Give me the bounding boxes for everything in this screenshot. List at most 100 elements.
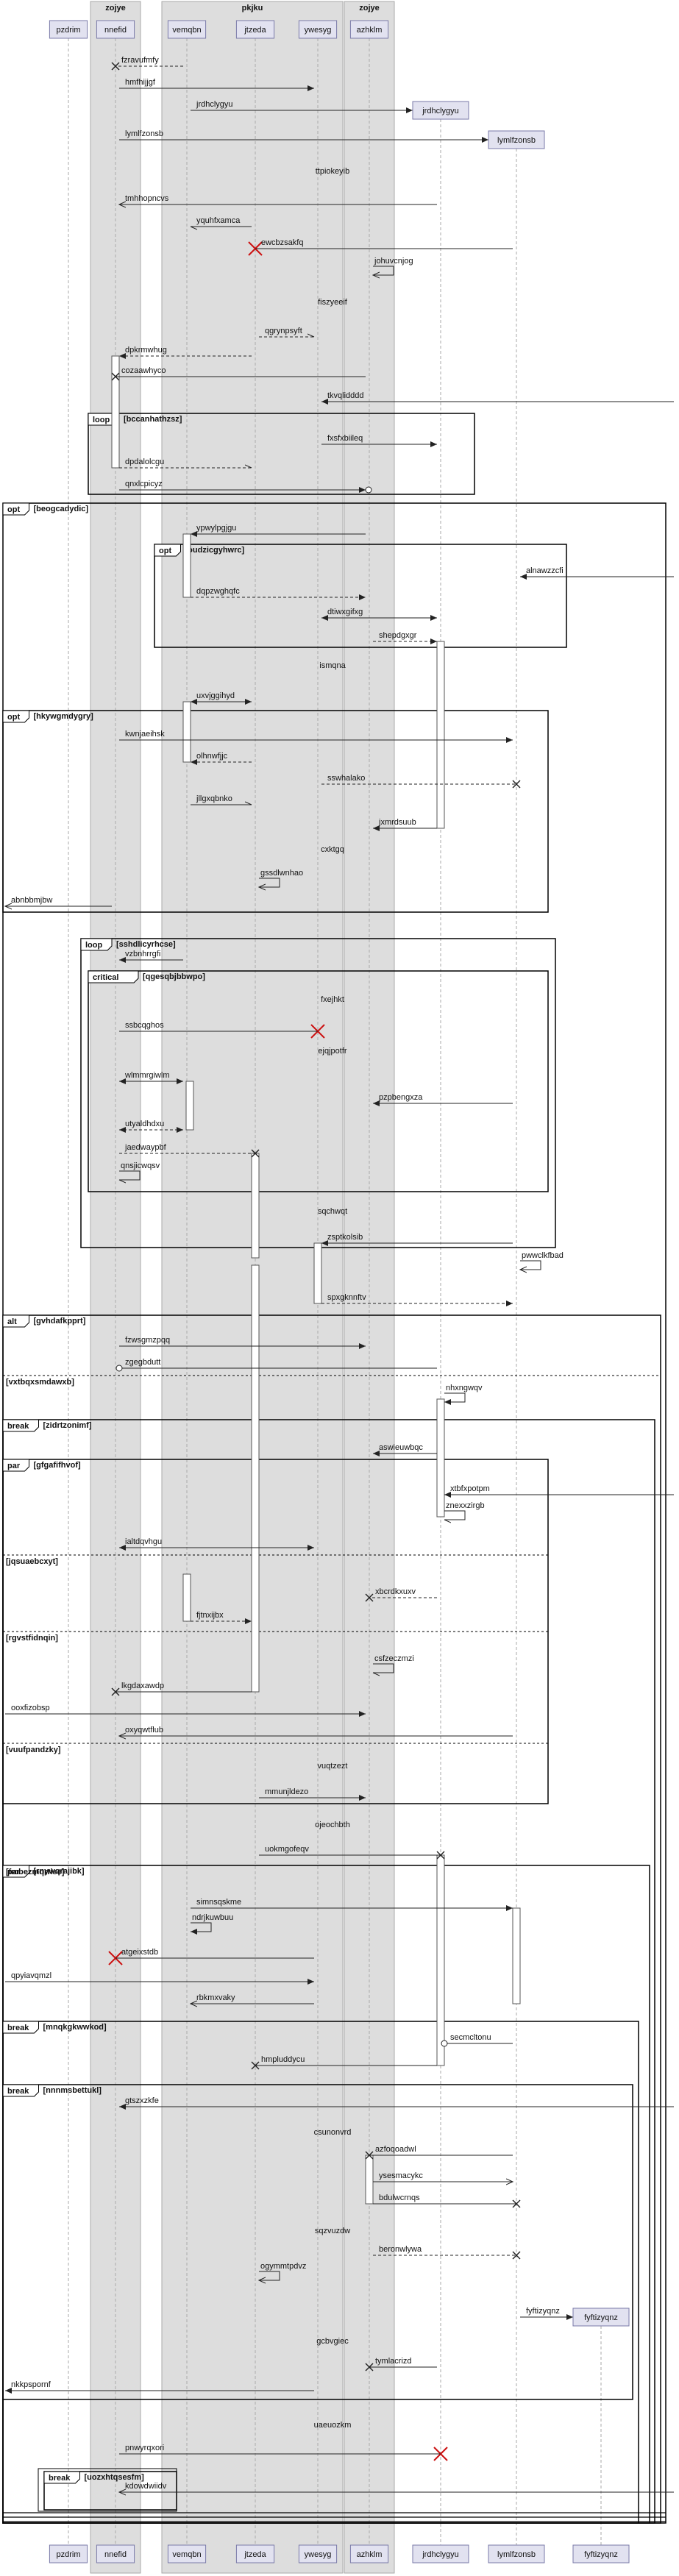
- participant-box[interactable]: [298, 20, 338, 39]
- message-xbcrdkxuxv[interactable]: xbcrdkxuxv: [365, 1587, 437, 1602]
- participant-ywesyg-head[interactable]: ywesyg: [298, 20, 338, 39]
- message-lymlfzonsb[interactable]: lymlfzonsb: [119, 129, 488, 143]
- message-aswieuwbqc[interactable]: aswieuwbqc: [373, 1443, 437, 1456]
- participant-box[interactable]: [49, 2544, 88, 2563]
- message-nhxngwqv[interactable]: nhxngwqv: [444, 1384, 483, 1405]
- participant-nnefid-head[interactable]: nnefid: [96, 20, 135, 39]
- participant-box[interactable]: [167, 2544, 207, 2563]
- message-uxvjggihyd[interactable]: uxvjggihyd: [191, 691, 252, 705]
- message-line[interactable]: [520, 1260, 541, 1270]
- message-tymlacrizd[interactable]: tymlacrizd: [365, 2357, 437, 2372]
- participant-lymlfzonsb-head[interactable]: lymlfzonsb: [488, 130, 545, 149]
- message-alnawzzcfi[interactable]: alnawzzcfi: [520, 566, 674, 580]
- message-atgeixstdb[interactable]: atgeixstdb: [115, 1948, 314, 1959]
- participant-vemqbn-head[interactable]: vemqbn: [167, 20, 207, 39]
- participant-box[interactable]: [412, 2544, 469, 2563]
- message-line[interactable]: [259, 2271, 280, 2280]
- participant-box[interactable]: [349, 2544, 389, 2563]
- message-dtiwxgifxg[interactable]: dtiwxgifxg: [321, 608, 437, 621]
- participant-box[interactable]: [298, 2544, 338, 2563]
- message-jrdhclygyu[interactable]: jrdhclygyu: [191, 100, 413, 113]
- message-line[interactable]: [444, 1510, 466, 1520]
- message-tkvqlidddd[interactable]: tkvqlidddd: [321, 391, 674, 405]
- participant-fyftizyqnz-foot[interactable]: fyftizyqnz: [572, 2544, 630, 2563]
- message-line[interactable]: [373, 266, 394, 275]
- message-fzwsgmzpqq[interactable]: fzwsgmzpqq: [119, 1336, 366, 1349]
- message-johuvcnjog[interactable]: johuvcnjog: [373, 257, 413, 275]
- message-line[interactable]: [373, 1663, 394, 1673]
- message-ypwylpgjgu[interactable]: ypwylpgjgu: [191, 524, 366, 537]
- message-fyftizyqnz[interactable]: fyftizyqnz: [520, 2307, 573, 2320]
- participant-box[interactable]: [488, 2544, 545, 2563]
- message-secmcltonu[interactable]: secmcltonu: [441, 2033, 513, 2047]
- message-mmunjldezo[interactable]: mmunjldezo: [259, 1787, 366, 1801]
- message-abnbbmjbw[interactable]: abnbbmjbw: [5, 896, 112, 906]
- participant-azhklm-foot[interactable]: azhklm: [349, 2544, 389, 2563]
- message-azfoqoadwl[interactable]: azfoqoadwl: [365, 2145, 513, 2160]
- message-jllgxqbnko[interactable]: jllgxqbnko: [191, 794, 252, 805]
- participant-box[interactable]: [349, 20, 389, 39]
- message-olhnwfjjc[interactable]: olhnwfjjc: [191, 752, 252, 765]
- participant-box[interactable]: [412, 101, 469, 120]
- message-pnwyrqxori[interactable]: pnwyrqxori: [119, 2444, 441, 2455]
- message-sswhalako[interactable]: sswhalako: [321, 774, 521, 789]
- message-ysesmacykc[interactable]: ysesmacykc: [373, 2171, 513, 2182]
- message-xtbfxpotpm[interactable]: xtbfxpotpm: [444, 1484, 674, 1498]
- message-lkgdaxawdp[interactable]: lkgdaxawdp: [111, 1682, 252, 1696]
- message-ogymmtpdvz[interactable]: ogymmtpdvz: [259, 2262, 306, 2280]
- participant-ywesyg-foot[interactable]: ywesyg: [298, 2544, 338, 2563]
- message-vzbnhrrgfi[interactable]: vzbnhrrgfi: [119, 950, 183, 963]
- message-gssdlwnhao[interactable]: gssdlwnhao: [259, 869, 303, 887]
- message-line[interactable]: [191, 1922, 212, 1935]
- participant-fyftizyqnz-head[interactable]: fyftizyqnz: [572, 2308, 630, 2327]
- message-zsptkolsib[interactable]: zsptkolsib: [321, 1233, 513, 1246]
- message-qgrynpsyft[interactable]: qgrynpsyft: [259, 327, 314, 338]
- message-cozaawhyco[interactable]: cozaawhyco: [111, 366, 366, 381]
- message-fxsfxbiileq[interactable]: fxsfxbiileq: [321, 434, 437, 447]
- message-qnsjicwqsv[interactable]: qnsjicwqsv: [119, 1161, 160, 1180]
- participant-lymlfzonsb-foot[interactable]: lymlfzonsb: [488, 2544, 545, 2563]
- participant-pzdrim-head[interactable]: pzdrim: [49, 20, 88, 39]
- message-fzravufmfy[interactable]: fzravufmfy: [111, 56, 183, 71]
- message-line[interactable]: [119, 1170, 141, 1180]
- message-znexxzirgb[interactable]: znexxzirgb: [444, 1501, 485, 1520]
- message-dpdalolcgu[interactable]: dpdalolcgu: [119, 458, 252, 469]
- message-simnsqskme[interactable]: simnsqskme: [191, 1898, 513, 1911]
- message-beronwlywa[interactable]: beronwlywa: [373, 2245, 521, 2260]
- message-hmpluddycu[interactable]: hmpluddycu: [251, 2055, 437, 2070]
- message-rbkmxvaky[interactable]: rbkmxvaky: [191, 1993, 314, 2004]
- message-uokmgofeqv[interactable]: uokmgofeqv: [259, 1845, 445, 1860]
- message-ooxfizobsp[interactable]: ooxfizobsp: [5, 1704, 366, 1717]
- message-yquhfxamca[interactable]: yquhfxamca: [191, 216, 252, 227]
- participant-pzdrim-foot[interactable]: pzdrim: [49, 2544, 88, 2563]
- message-csfzeczmzi[interactable]: csfzeczmzi: [373, 1654, 414, 1673]
- message-wlmmrgiwlm[interactable]: wlmmrgiwlm: [119, 1071, 183, 1084]
- participant-box[interactable]: [49, 20, 88, 39]
- participant-box[interactable]: [96, 20, 135, 39]
- message-ndrjkuwbuu[interactable]: ndrjkuwbuu: [191, 1913, 233, 1935]
- message-ssbcqghos[interactable]: ssbcqghos: [119, 1021, 318, 1032]
- message-shepdgxgr[interactable]: shepdgxgr: [373, 631, 437, 644]
- message-line[interactable]: [259, 878, 280, 887]
- participant-jrdhclygyu-foot[interactable]: jrdhclygyu: [412, 2544, 469, 2563]
- participant-box[interactable]: [572, 2308, 630, 2327]
- participant-box[interactable]: [96, 2544, 135, 2563]
- participant-vemqbn-foot[interactable]: vemqbn: [167, 2544, 207, 2563]
- message-line[interactable]: [444, 1392, 466, 1405]
- participant-box[interactable]: [488, 130, 545, 149]
- message-jxmrdsuub[interactable]: jxmrdsuub: [373, 818, 437, 831]
- message-bdulwcrnqs[interactable]: bdulwcrnqs: [373, 2193, 521, 2208]
- participant-box[interactable]: [235, 2544, 275, 2563]
- participant-jtzeda-head[interactable]: jtzeda: [235, 20, 275, 39]
- message-utyaldhdxu[interactable]: utyaldhdxu: [119, 1120, 183, 1133]
- message-nkkpspornf[interactable]: nkkpspornf: [5, 2380, 314, 2394]
- participant-azhklm-head[interactable]: azhklm: [349, 20, 389, 39]
- message-dpkrmwhug[interactable]: dpkrmwhug: [119, 346, 252, 359]
- participant-nnefid-foot[interactable]: nnefid: [96, 2544, 135, 2563]
- message-qpyiavqmzl[interactable]: qpyiavqmzl: [5, 1971, 314, 1985]
- message-gtszxzkfe[interactable]: gtszxzkfe: [119, 2096, 674, 2110]
- message-ialtdqvhgu[interactable]: ialtdqvhgu: [119, 1537, 314, 1551]
- message-kwnjaeihsk[interactable]: kwnjaeihsk: [119, 730, 513, 743]
- message-spxgknnftv[interactable]: spxgknnftv: [321, 1293, 513, 1306]
- message-pwwclkfbad[interactable]: pwwclkfbad: [520, 1251, 564, 1270]
